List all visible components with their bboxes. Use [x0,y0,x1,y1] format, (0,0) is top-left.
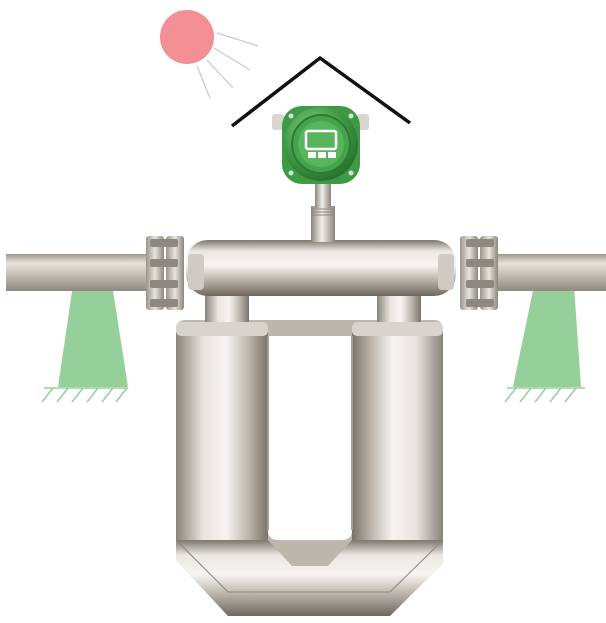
flange-right [460,236,498,310]
pipe-left [6,254,148,291]
roof-icon [230,55,412,128]
pipe-support-left [41,271,128,403]
u-tube-flow-sensor-icon [175,286,444,616]
pipe-right [496,254,606,291]
manifold [186,240,456,296]
pipe-support-right [504,271,585,403]
sun-icon [160,10,259,99]
flange-left [146,236,184,310]
transmitter-stem [311,180,335,242]
transmitter-icon [272,106,369,184]
display-icon [304,129,338,158]
